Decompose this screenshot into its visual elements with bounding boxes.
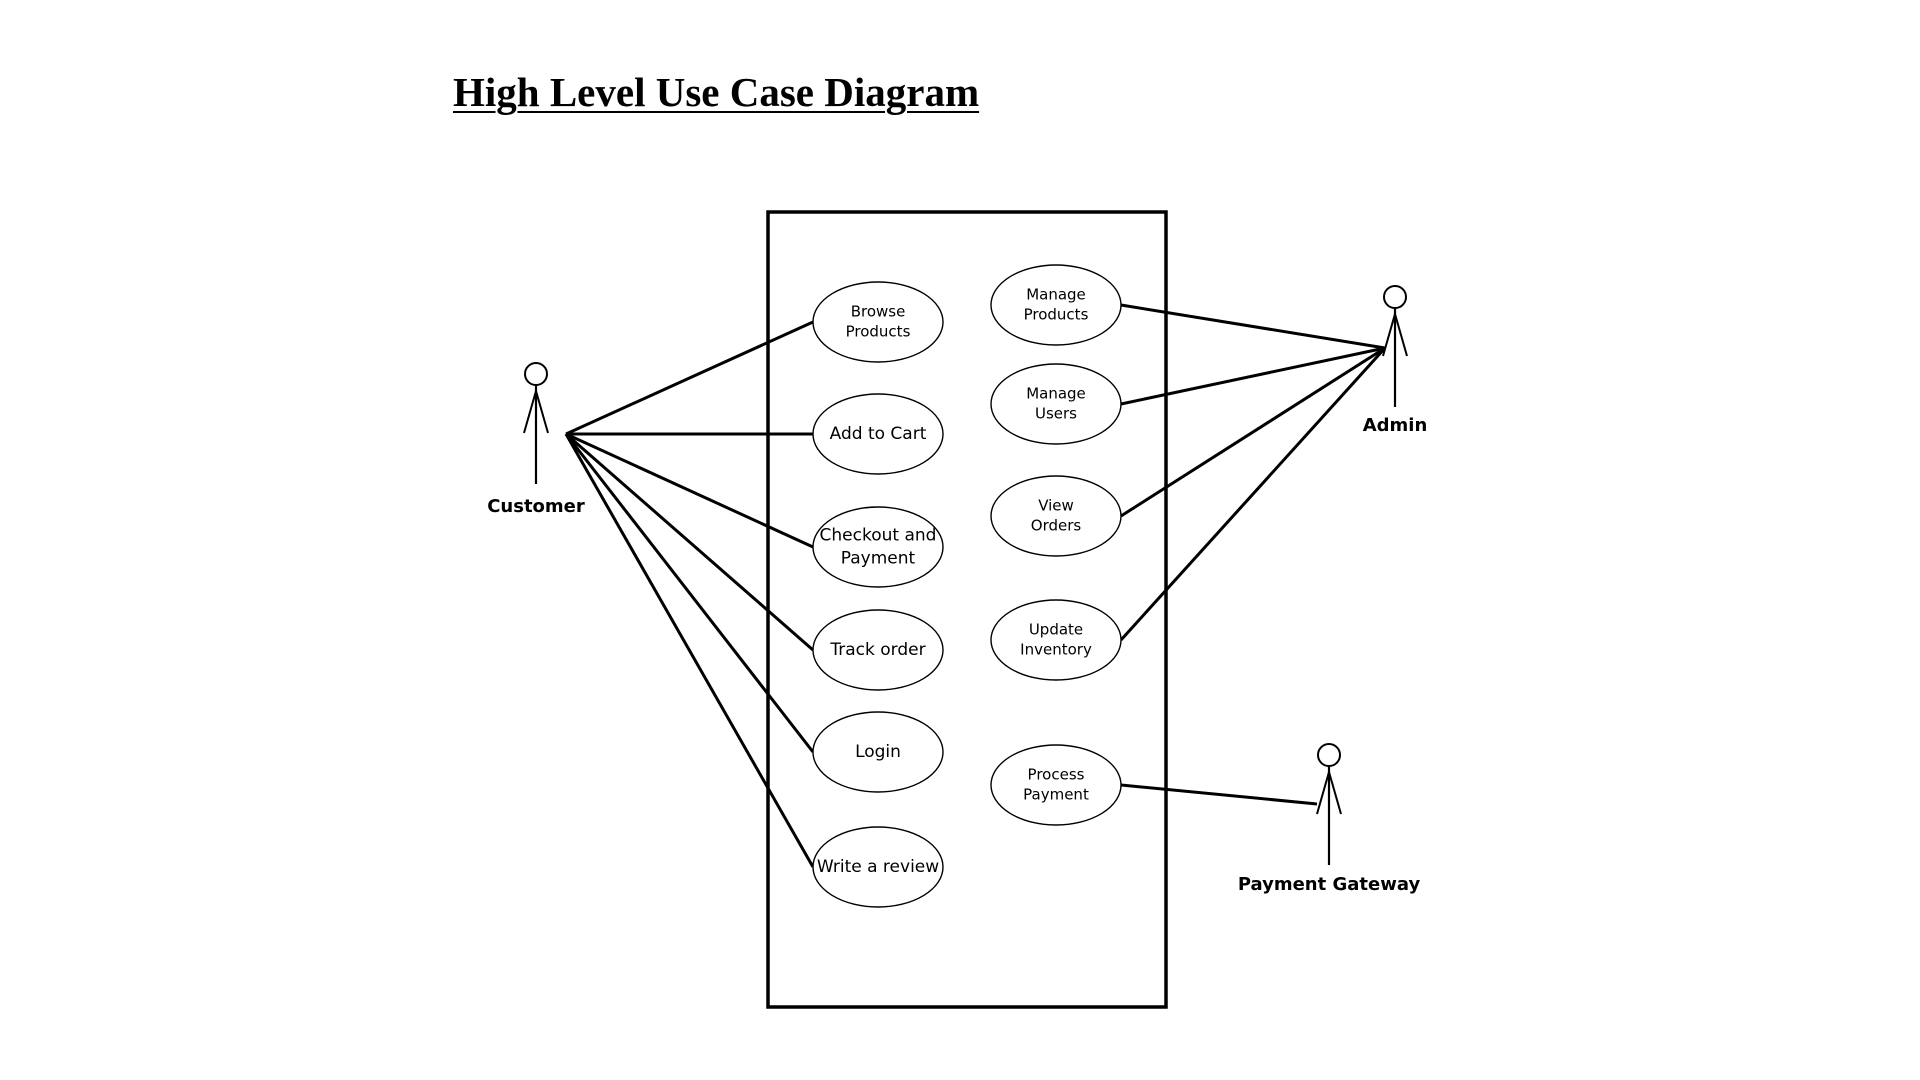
actor-arm-left (1382, 313, 1396, 357)
use-case-ellipse (990, 264, 1122, 346)
association-customer-track-order (565, 432, 814, 652)
actor-arm-right (1394, 313, 1408, 357)
actor-arm-left (1316, 771, 1330, 815)
use-case-ellipse (990, 475, 1122, 557)
use-case-ellipse (990, 744, 1122, 826)
use-case-label: Manage (1026, 385, 1086, 403)
association-customer-browse-products (565, 320, 814, 436)
actor-admin: Admin (1363, 285, 1428, 436)
use-case-label: Products (846, 323, 911, 341)
actor-customer: Customer (487, 362, 585, 517)
use-case-label: Payment (841, 549, 916, 569)
association-customer-login (564, 433, 815, 753)
actor-head-icon (524, 362, 548, 386)
use-case-ellipse (812, 711, 944, 793)
use-case-track-order: Track order (812, 609, 944, 691)
use-case-label: Payment (1023, 786, 1089, 804)
use-case-label: Checkout and (820, 526, 937, 546)
use-case-ellipse (812, 393, 944, 475)
actor-label: Payment Gateway (1238, 874, 1421, 895)
actor-arm-right (535, 390, 549, 434)
use-case-label: Orders (1031, 517, 1082, 535)
use-case-ellipse (812, 826, 944, 908)
use-case-ellipse (990, 363, 1122, 445)
actor-head-icon (1383, 285, 1407, 309)
actor-arm-right (1328, 771, 1342, 815)
actor-head-icon (1317, 743, 1341, 767)
actor-arm-left (523, 390, 537, 434)
use-case-ellipse (812, 506, 944, 588)
actor-payment-gateway: Payment Gateway (1238, 743, 1421, 895)
actor-label: Customer (487, 496, 585, 517)
association-admin-update-inventory (1119, 346, 1387, 642)
use-case-label: Login (855, 742, 901, 762)
use-case-label: Users (1035, 405, 1077, 423)
use-case-label: Products (1024, 306, 1089, 324)
use-case-ellipse (812, 609, 944, 691)
use-case-label: Update (1029, 621, 1083, 639)
use-case-label: Inventory (1020, 641, 1092, 659)
association-admin-manage-products (1120, 303, 1386, 350)
use-case-write-review: Write a review (812, 826, 944, 908)
associations (564, 303, 1387, 868)
association-admin-view-orders (1120, 346, 1386, 518)
association-customer-checkout-payment (565, 432, 814, 549)
association-admin-manage-users (1120, 346, 1386, 406)
use-case-label: Add to Cart (830, 424, 927, 444)
use-case-label: Browse (851, 303, 906, 321)
use-case-label: Track order (829, 640, 925, 660)
use-case-login: Login (812, 711, 944, 793)
use-case-add-to-cart: Add to Cart (812, 393, 944, 475)
use-case-label: Manage (1026, 286, 1086, 304)
use-case-ellipse (812, 281, 944, 363)
use-case-ellipse (990, 599, 1122, 681)
use-case-label: Write a review (817, 857, 939, 877)
page-title: High Level Use Case Diagram (453, 69, 980, 115)
actor-label: Admin (1363, 415, 1428, 436)
association-customer-write-review (564, 433, 815, 868)
association-payment_gateway-process-payment (1120, 783, 1318, 806)
use-case-label: View (1038, 497, 1074, 515)
use-case-label: Process (1028, 766, 1085, 784)
